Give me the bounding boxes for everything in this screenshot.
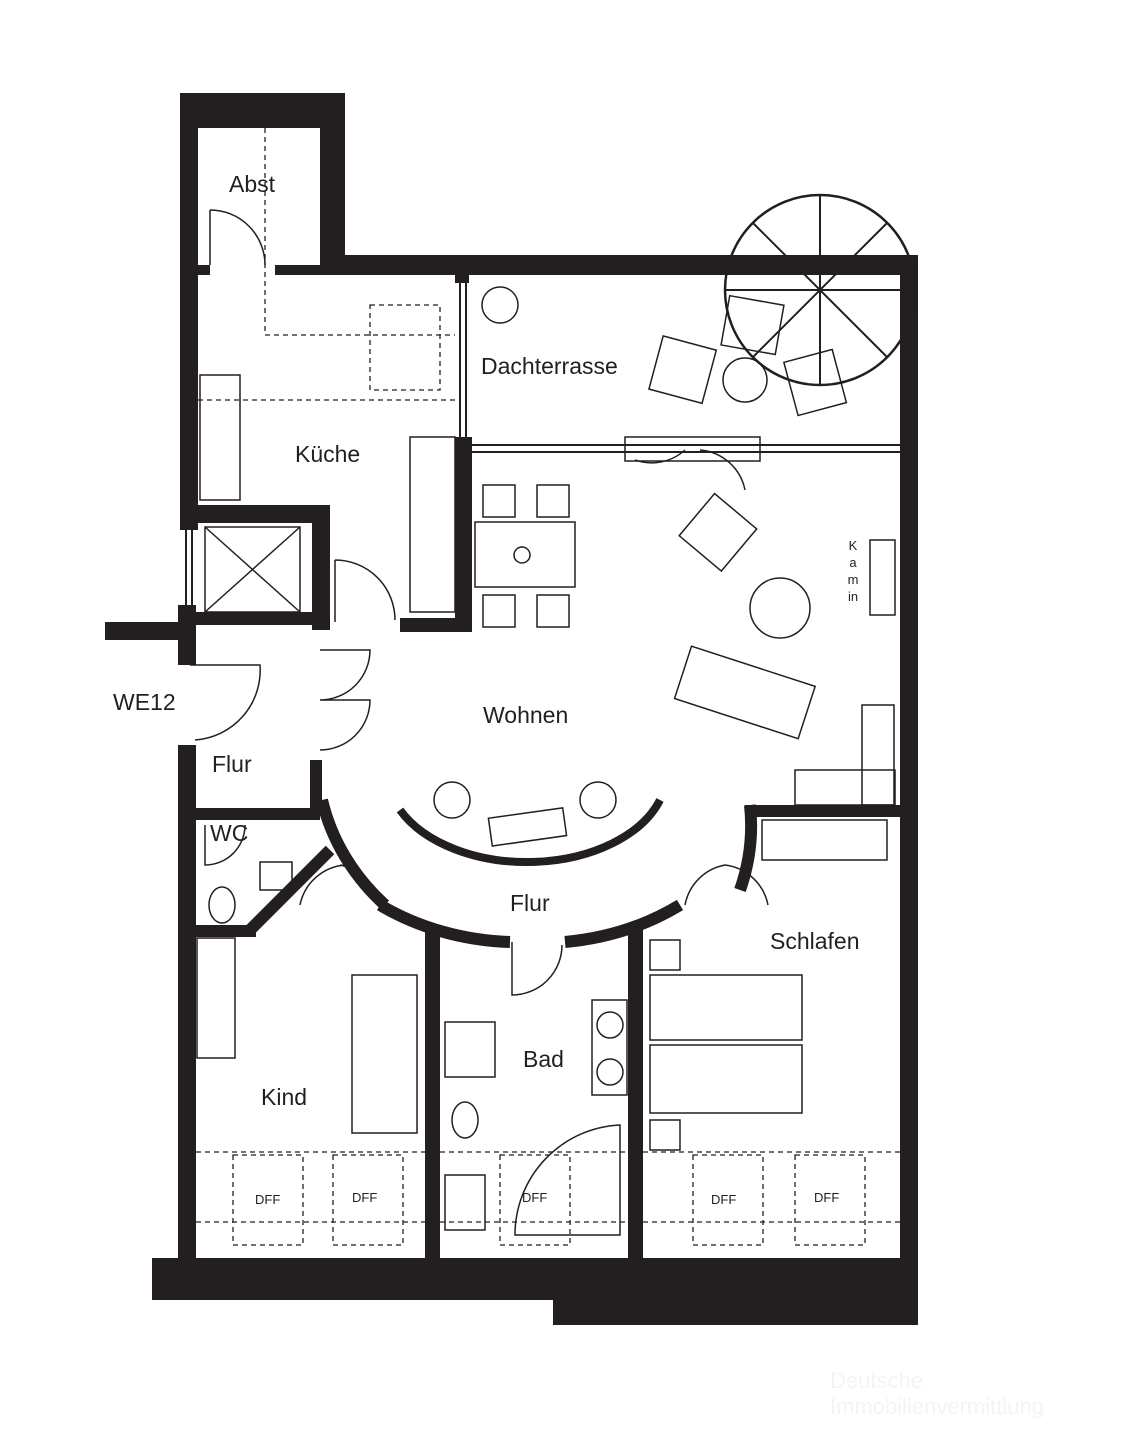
dff-label: DFF [255,1192,281,1207]
room-label-flur-entry: Flur [212,751,252,777]
room-label-wc: WC [210,820,249,846]
label-we12: WE12 [113,689,176,715]
room-label-flur-hall: Flur [510,890,550,916]
plant-icons [433,286,617,819]
walls [105,93,918,1325]
dff-label: DFF [522,1190,548,1205]
room-label-wohnen: Wohnen [483,702,569,728]
label-kamin: Kamin [847,538,859,604]
dff-label: DFF [352,1190,378,1205]
room-label-dachterrasse: Dachterrasse [481,353,618,379]
room-label-bad: Bad [523,1046,564,1072]
watermark: Deutsche Immobilienvermittlung [830,1368,1044,1419]
dff-label: DFF [711,1192,737,1207]
room-label-kueche: Küche [295,441,361,467]
room-label-kind: Kind [261,1084,308,1110]
room-label-abst: Abst [229,171,276,197]
dff-label: DFF [814,1190,840,1205]
room-label-schlafen: Schlafen [770,928,860,954]
